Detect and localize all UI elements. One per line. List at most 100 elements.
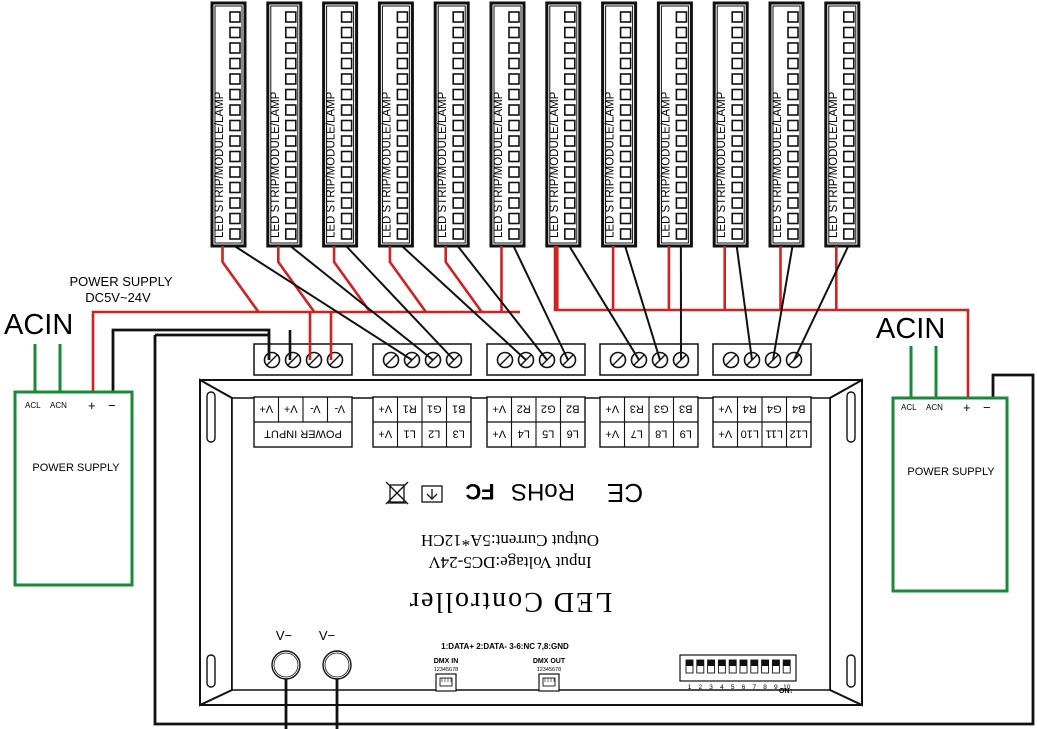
terminal-label: R2 [517,403,531,415]
v-minus-right-label: V− [319,628,335,643]
terminal-label: B4 [792,403,805,415]
terminal-label: L1 [404,428,416,440]
dip-number: 8 [763,684,767,691]
led-chip [563,42,576,54]
led-chip [229,166,241,178]
led-chip [675,73,688,85]
dip-toggle-knob [729,660,737,666]
dmx-out-label: DMX OUT [533,658,566,665]
led-chip [229,73,241,85]
v-minus-left-terminal [271,650,301,680]
terminal-label: G2 [541,403,556,415]
terminal-label: B1 [452,403,465,415]
led-chip [731,42,744,54]
led-chip [563,11,576,23]
dip-toggle-knob [750,660,758,666]
terminal-label: L6 [567,428,579,440]
led-chip [563,197,576,209]
dmx-out-port [538,673,560,692]
led-chip [787,11,799,23]
black-wire [233,245,413,361]
terminal-label: R4 [743,403,757,415]
led-chip [787,26,799,39]
red-wire [444,246,483,313]
led-chip [284,197,297,209]
led-chip [229,88,241,101]
led-chip [619,73,632,85]
terminal-label: L8 [655,428,667,440]
led-chip [619,104,632,116]
led-chip [842,135,855,147]
led-chip [284,104,297,116]
strip-label: LED STRIP/MODULE/LAMP [828,91,840,238]
black-wire [345,245,455,361]
terminal-label: L9 [680,428,692,440]
led-chip [284,88,297,101]
led-chip [284,42,297,54]
led-chip [229,119,241,132]
black-wire [456,245,548,361]
led-chip [340,150,353,163]
led-chip [842,57,855,70]
led-chip [340,104,353,116]
led-chip [842,166,855,178]
terminal-label: V+ [605,403,619,415]
black-wire [735,245,753,361]
led-chip [340,26,353,39]
led-chip [563,181,576,194]
led-chip [340,228,353,240]
terminal-label: L5 [542,428,554,440]
led-chip [396,135,409,147]
right-psu-box [891,396,1009,593]
led-chip [563,135,576,147]
led-chip [563,228,576,240]
led-chip [452,212,465,225]
led-chip [619,42,632,54]
black-wire [568,245,640,361]
led-chip [731,11,744,23]
led-chip [619,212,632,225]
led-chip [229,135,241,147]
dip-number: 2 [698,684,702,691]
led-chip [452,197,465,209]
strip-label: LED STRIP/MODULE/LAMP [493,91,505,238]
dip-toggle-knob [696,660,704,666]
led-chip [787,88,799,101]
led-strip: LED STRIP/MODULE/LAMP [266,1,303,248]
led-chip [340,197,353,209]
led-chip [842,104,855,116]
led-chip [675,212,688,225]
led-chip [619,150,632,163]
led-chip [284,119,297,132]
led-chip [787,73,799,85]
led-chip [229,212,241,225]
led-chip [340,181,353,194]
led-chip [619,57,632,70]
led-chip [675,228,688,240]
red-wire [553,246,970,404]
black-wire [624,245,661,361]
led-chip [284,212,297,225]
fc-mark: FC [465,479,494,504]
dip-number: 1 [688,684,692,691]
led-chip [340,119,353,132]
input-voltage-text: Input Voltage:DC5-24V [428,553,592,572]
led-chip [396,212,409,225]
rohs-mark: RoHS [511,478,575,505]
led-chip [340,212,353,225]
led-chip [452,42,465,54]
black-wire [512,245,569,361]
led-chip [563,88,576,101]
led-chip [284,73,297,85]
led-chip [842,212,855,225]
led-chip [229,26,241,39]
supply-note-line2: DC5V~24V [85,290,151,305]
dmx-in-port [435,673,457,692]
strip-label: LED STRIP/MODULE/LAMP [437,91,449,238]
led-chip [787,42,799,54]
led-chip [508,11,520,23]
led-chip [619,135,632,147]
